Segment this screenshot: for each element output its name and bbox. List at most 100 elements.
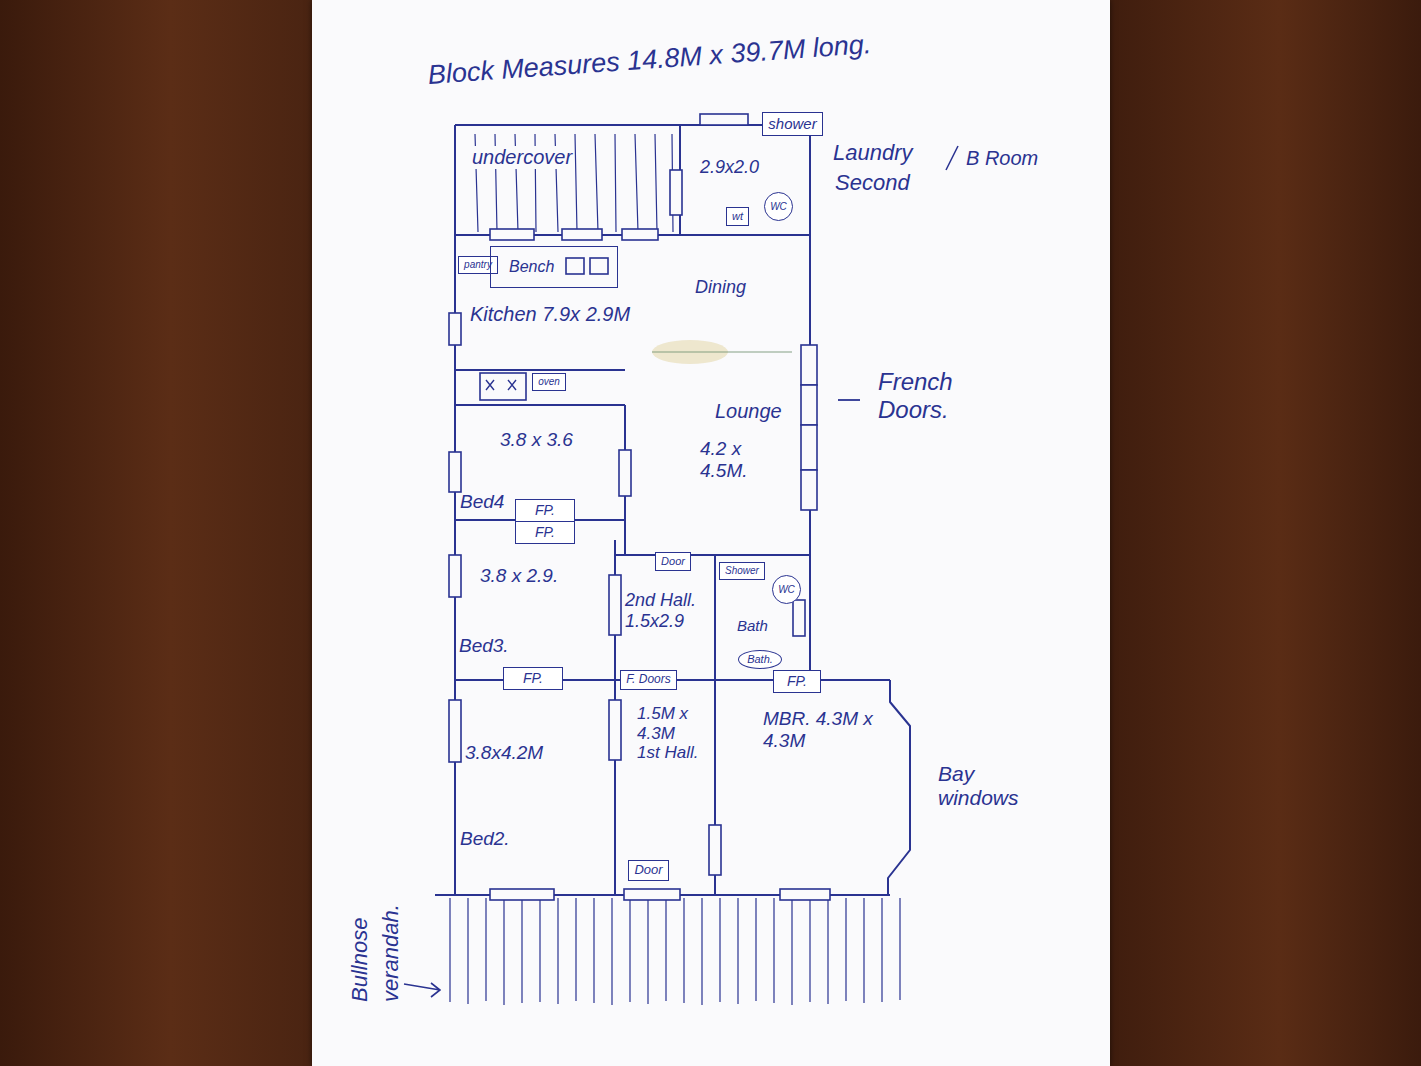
- door-box: F. Doors: [620, 670, 677, 690]
- room-label: undercover: [472, 146, 572, 169]
- label-holder: Laundry: [833, 140, 913, 165]
- door-mark: [619, 450, 631, 496]
- room-note: B Room: [966, 147, 1038, 170]
- door-box: Door: [655, 552, 691, 571]
- label-holder: B Room: [966, 147, 1038, 170]
- window-and-door-marks: [449, 114, 830, 900]
- french-door-mark: [801, 345, 817, 385]
- room-label: Lounge: [715, 400, 782, 423]
- stain-mark: [652, 351, 792, 353]
- window-mark: [700, 114, 748, 125]
- kitchen-dining-area: Kitchen 7.9x 2.9M Dining pantry Bench oven: [455, 235, 810, 405]
- hall-area: 2nd Hall. 1.5x2.9DoorF. Doors: [615, 555, 715, 680]
- room-note: Laundry: [833, 140, 913, 165]
- fireplace-box: FP.: [515, 499, 575, 522]
- room-label: 1.5M x 4.3M 1st Hall.: [637, 704, 699, 763]
- vanity-mark: [793, 600, 805, 636]
- fixture-label: FP.: [523, 670, 543, 686]
- feature-note: French Doors.: [878, 368, 998, 423]
- window-mark: [449, 313, 461, 345]
- door-mark: [709, 825, 721, 875]
- cooktop: [480, 373, 526, 400]
- label-holder: French Doors.: [878, 368, 998, 423]
- room-label: Dining: [695, 277, 746, 298]
- room-label: 2.9x2.0: [700, 157, 759, 178]
- bench-box: Bench: [490, 246, 618, 288]
- master-bedroom: MBR. 4.3M x 4.3MFP.: [715, 680, 905, 895]
- door-mark: [609, 575, 621, 635]
- fixture-label: F. Doors: [626, 673, 670, 687]
- slash-mark: [946, 146, 958, 170]
- room-label: Bed2.: [460, 828, 510, 850]
- hall-area: 1.5M x 4.3M 1st Hall. Door: [615, 680, 715, 895]
- cooktop-burners: [486, 380, 516, 390]
- fixture-label: Bench: [509, 258, 554, 276]
- fixture-label: oven: [538, 376, 560, 388]
- label-holder: Bay windows: [938, 762, 1048, 810]
- room-label: Kitchen 7.9x 2.9M: [470, 303, 630, 326]
- wc-fixture: WC: [764, 192, 793, 221]
- bench-item: [622, 229, 658, 240]
- bedroom: 3.8x4.2M Bed2.: [455, 680, 615, 895]
- oven-box: oven: [532, 373, 566, 391]
- fixture-label: WC: [770, 201, 787, 213]
- bench-item: [490, 229, 534, 240]
- label-holder: Second: [835, 170, 910, 195]
- room-label: Bed3.: [459, 635, 509, 657]
- room-label: 3.8x4.2M: [465, 742, 543, 764]
- fireplace-box: FP.: [515, 521, 575, 544]
- fixture-label: FP.: [535, 502, 555, 518]
- fireplace-box: FP.: [773, 670, 821, 693]
- room-label: MBR. 4.3M x 4.3M: [763, 708, 891, 752]
- french-door-mark: [801, 425, 817, 470]
- room-note: Second: [835, 170, 910, 195]
- sink-bowl: [566, 258, 584, 274]
- window-mark: [449, 700, 461, 762]
- door-box: Door: [628, 860, 669, 881]
- bench-item: [562, 229, 602, 240]
- door-mark: [670, 170, 682, 215]
- sink-bowl: [590, 258, 608, 274]
- wall-lines: [435, 125, 910, 895]
- pantry-box: pantry: [458, 256, 498, 274]
- fixture-label: WC: [778, 584, 795, 596]
- fixture-label: Shower: [725, 565, 759, 577]
- room-label: 4.2 x 4.5M.: [700, 438, 780, 482]
- fixture-label: Door: [661, 555, 685, 568]
- wc-fixture: WC: [772, 575, 801, 604]
- shower-fixture: Shower: [719, 562, 765, 580]
- feature-note: Bay windows: [938, 762, 1048, 810]
- bedroom: 3.8 x 2.9.Bed3.FP.: [455, 520, 615, 680]
- fixture-label: shower: [768, 115, 816, 132]
- title-holder: Block Measures 14.8M x 39.7M long.: [427, 29, 872, 91]
- door-mark: [609, 700, 621, 760]
- fireplace-box: FP.: [503, 667, 563, 690]
- fixture-label: FP.: [535, 524, 555, 540]
- fixture-label: Door: [634, 863, 662, 878]
- bathroom: Bath ShowerWC Bath.: [715, 555, 810, 680]
- bedroom: 3.8 x 3.6Bed4FP.FP.: [455, 405, 625, 520]
- laundry-room: 2.9x2.0showerwtWC: [680, 125, 810, 235]
- room-label: Bath: [737, 617, 768, 634]
- shower-fixture: shower: [762, 112, 823, 136]
- french-door-mark: [801, 470, 817, 510]
- bath-fixture: Bath.: [738, 650, 782, 669]
- fixture-label: wt: [732, 210, 743, 223]
- fixture-label: pantry: [464, 259, 492, 271]
- french-door-mark: [801, 385, 817, 425]
- verandah-hatching: [450, 898, 900, 1005]
- window-mark: [449, 452, 461, 492]
- window-mark: [449, 555, 461, 597]
- undercover-area: undercover: [458, 128, 680, 233]
- label-holder: Bullnose verandah.: [345, 837, 407, 1002]
- door-mark: [624, 889, 680, 900]
- plan-title: Block Measures 14.8M x 39.7M long.: [427, 29, 872, 91]
- window-mark: [780, 889, 830, 900]
- room-label: 3.8 x 3.6: [500, 429, 573, 451]
- tub-fixture: wt: [726, 207, 749, 226]
- lounge-room: Lounge 4.2 x 4.5M.: [625, 340, 810, 550]
- verandah-arrow: [404, 983, 440, 997]
- fixture-label: Bath.: [747, 653, 773, 666]
- verandah-note: Bullnose verandah.: [345, 837, 407, 1002]
